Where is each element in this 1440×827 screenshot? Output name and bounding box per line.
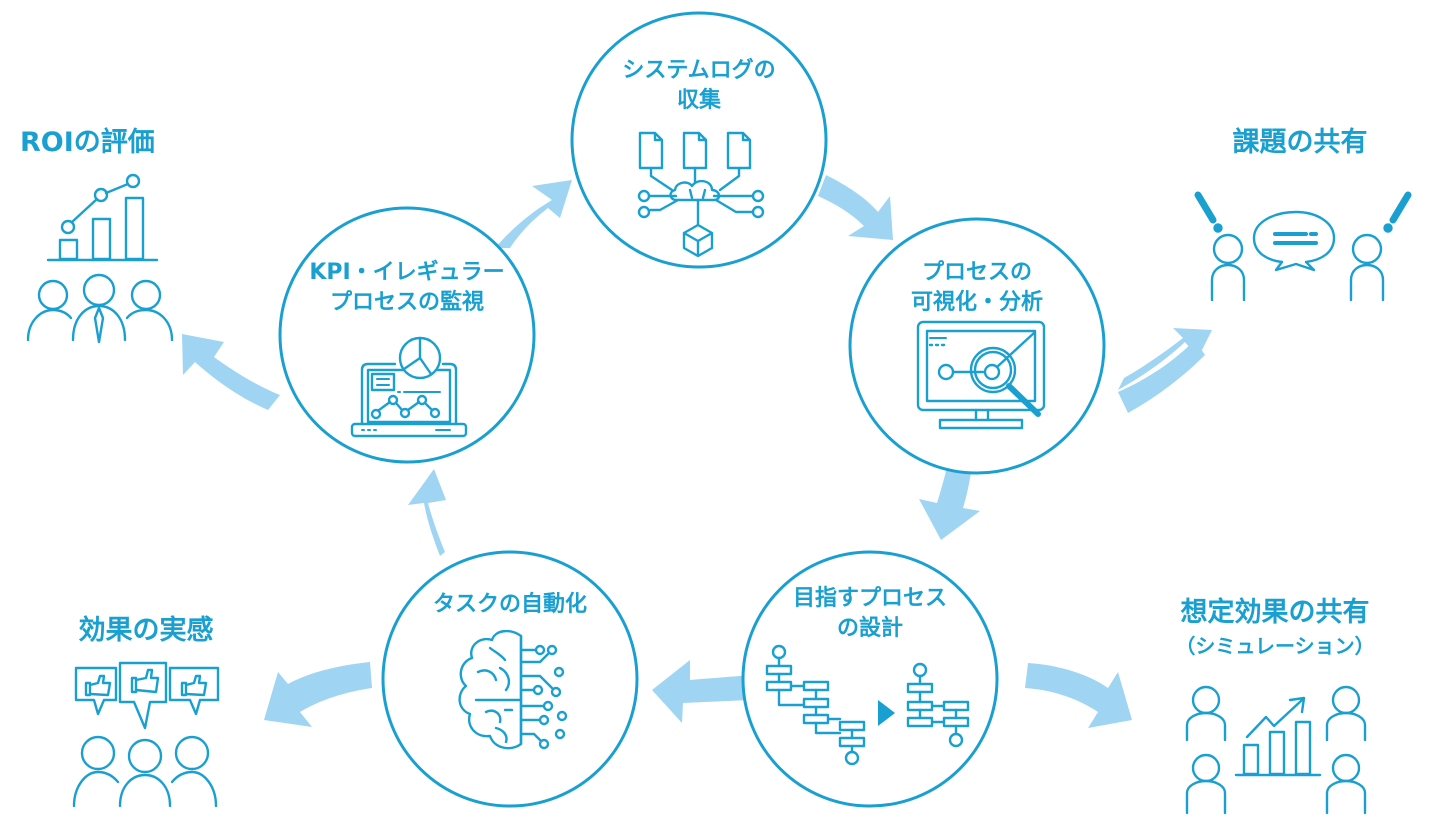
laptop-dashboard-icon bbox=[350, 336, 468, 438]
arrow-visualization-to-design bbox=[919, 463, 980, 540]
step-circle-kpi bbox=[278, 206, 536, 464]
ai-brain-circuit-icon bbox=[458, 629, 568, 750]
step-title-line2: 可視化・分析 bbox=[910, 290, 1043, 315]
step-title-line1: タスクの自動化 bbox=[432, 592, 587, 617]
step-label-kpi: KPI・イレギュラー プロセスの監視 bbox=[287, 258, 527, 318]
step-circle-design bbox=[741, 550, 999, 808]
step-label-automation: タスクの自動化 bbox=[390, 590, 630, 620]
step-title-line1: システムログの bbox=[622, 58, 776, 83]
outcome-title-issue-sharing: 課題の共有 bbox=[1232, 127, 1368, 158]
documents-cloud-network-icon bbox=[637, 131, 765, 258]
outcome-subtitle-expected-effect: （シミュレーション） bbox=[1175, 634, 1375, 658]
people-bar-chart-icon bbox=[26, 173, 174, 344]
monitor-magnifier-icon bbox=[916, 320, 1046, 430]
people-speech-bubble-icon bbox=[1194, 191, 1412, 302]
step-circle-automation bbox=[381, 550, 639, 808]
step-title-line1: プロセスの bbox=[921, 260, 1032, 285]
step-title-line1: KPI・イレギュラー bbox=[309, 260, 505, 285]
step-label-design: 目指すプロセス の設計 bbox=[750, 584, 990, 644]
arrow-automation-to-effect bbox=[264, 662, 372, 727]
arrow-visualization-to-issue bbox=[1118, 328, 1212, 413]
arrow-kpi-to-log bbox=[495, 180, 572, 248]
step-title-line1: 目指すプロセス bbox=[792, 586, 947, 611]
step-label-log-collection: システムログの 収集 bbox=[579, 56, 819, 116]
arrow-design-to-automation bbox=[652, 660, 750, 723]
flowchart-transform-icon bbox=[765, 644, 970, 766]
transform-arrow-icon bbox=[878, 700, 895, 726]
people-growth-chart-icon bbox=[1185, 685, 1367, 815]
step-title-line2: プロセスの監視 bbox=[329, 290, 484, 315]
outcome-title-expected-effect: 想定効果の共有 bbox=[1180, 597, 1370, 628]
step-label-visualization: プロセスの 可視化・分析 bbox=[857, 258, 1097, 318]
outcome-title-roi: ROIの評価 bbox=[20, 127, 155, 158]
arrow-automation-to-kpi bbox=[408, 469, 446, 556]
step-title-line2: の設計 bbox=[836, 616, 903, 641]
arrow-log-to-visualization bbox=[818, 175, 893, 240]
arrow-design-to-expected bbox=[1025, 663, 1132, 728]
arrow-kpi-to-roi bbox=[182, 334, 280, 410]
outcome-title-effect-realization: 効果の実感 bbox=[78, 615, 214, 646]
step-title-line2: 収集 bbox=[676, 88, 721, 113]
people-thumbs-up-icon bbox=[72, 661, 220, 808]
